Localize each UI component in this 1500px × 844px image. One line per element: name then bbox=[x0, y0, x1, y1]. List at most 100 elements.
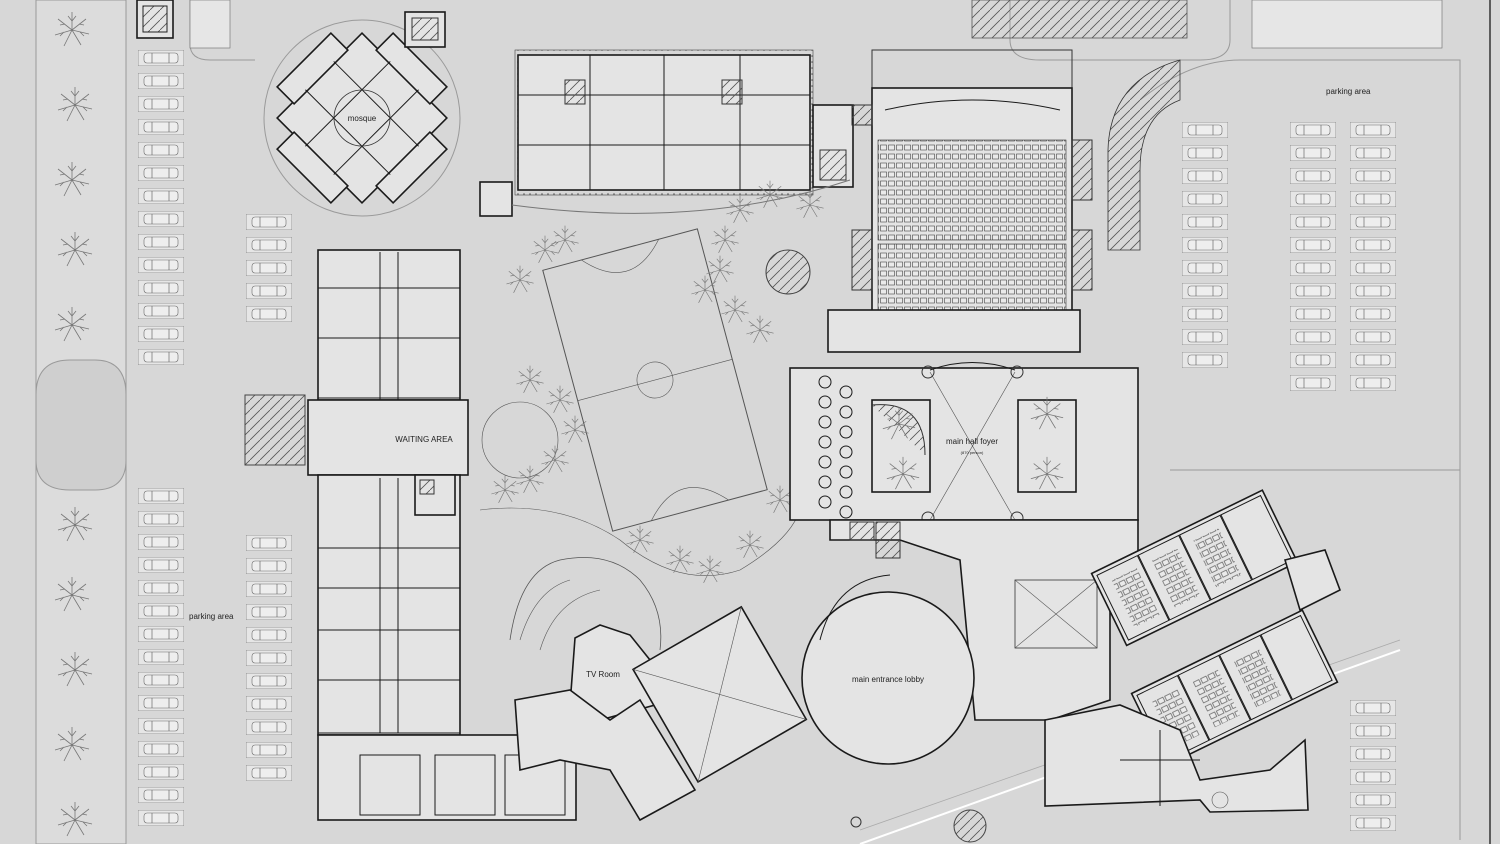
parking-stall bbox=[1290, 283, 1336, 299]
parking-stall bbox=[1290, 191, 1336, 207]
parking-stall bbox=[1350, 746, 1396, 762]
parking-stall bbox=[1182, 145, 1228, 161]
palm-tree bbox=[561, 415, 589, 444]
parking-stall bbox=[1350, 352, 1396, 368]
parking-stall bbox=[1350, 375, 1396, 391]
parking-stall bbox=[1290, 329, 1336, 345]
palm-tree bbox=[691, 275, 719, 304]
parking-stall bbox=[138, 257, 184, 273]
classroom-wings bbox=[1044, 489, 1342, 813]
parking-stall bbox=[246, 260, 292, 276]
parking-stall bbox=[1350, 283, 1396, 299]
parking-stall bbox=[1182, 329, 1228, 345]
parking-stall bbox=[1350, 306, 1396, 322]
parking-stall bbox=[246, 558, 292, 574]
parking-stall bbox=[138, 73, 184, 89]
parking-stall bbox=[1182, 260, 1228, 276]
foyer-table bbox=[818, 435, 832, 449]
palm-tree bbox=[721, 295, 749, 324]
parking-stall bbox=[246, 719, 292, 735]
parking-stall bbox=[246, 283, 292, 299]
parking-stall bbox=[138, 557, 184, 573]
parking-stall bbox=[1290, 352, 1336, 368]
parking-stall bbox=[1350, 329, 1396, 345]
palm-tree bbox=[541, 445, 569, 474]
parking-stall bbox=[1350, 815, 1396, 831]
auditorium bbox=[851, 49, 1093, 329]
parking-stall bbox=[138, 649, 184, 665]
parking-stall bbox=[138, 580, 184, 596]
foyer-table bbox=[839, 465, 853, 479]
parking-stall bbox=[246, 696, 292, 712]
parking-stall bbox=[1290, 260, 1336, 276]
palm-tree bbox=[626, 525, 654, 554]
parking-stall bbox=[138, 234, 184, 250]
waiting-area-label: WAITING AREA bbox=[395, 435, 453, 444]
parking-stall bbox=[138, 142, 184, 158]
parking-stall bbox=[138, 626, 184, 642]
foyer-table bbox=[818, 455, 832, 469]
parking-stall bbox=[246, 673, 292, 689]
palm-tree bbox=[551, 225, 579, 254]
parking-stall bbox=[1350, 191, 1396, 207]
main-entrance-lobby: main entrance lobby bbox=[801, 519, 1139, 765]
parking-stall bbox=[138, 96, 184, 112]
parking-area-left-label: parking area bbox=[189, 612, 234, 621]
parking-stall bbox=[138, 603, 184, 619]
parking-stall bbox=[1182, 237, 1228, 253]
parking-stall bbox=[138, 211, 184, 227]
parking-stall bbox=[246, 581, 292, 597]
parking-stall bbox=[138, 280, 184, 296]
parking-stall bbox=[138, 695, 184, 711]
parking-stall bbox=[1350, 145, 1396, 161]
palm-tree bbox=[491, 475, 519, 504]
parking-stall bbox=[246, 650, 292, 666]
parking-stall bbox=[246, 306, 292, 322]
foyer-table bbox=[839, 385, 853, 399]
parking-stall bbox=[1290, 237, 1336, 253]
parking-stall bbox=[1350, 214, 1396, 230]
palm-tree bbox=[726, 195, 754, 224]
tv-room-label: TV Room bbox=[586, 670, 620, 679]
parking-stall bbox=[1350, 122, 1396, 138]
foyer-table bbox=[818, 415, 832, 429]
parking-stall bbox=[138, 718, 184, 734]
parking-stall bbox=[1350, 237, 1396, 253]
palm-tree bbox=[666, 545, 694, 574]
parking-stall bbox=[1290, 122, 1336, 138]
parking-stall bbox=[1182, 352, 1228, 368]
foyer-table bbox=[839, 485, 853, 499]
palm-tree bbox=[696, 555, 724, 584]
parking-stall bbox=[138, 764, 184, 780]
parking-stall bbox=[246, 742, 292, 758]
parking-stall bbox=[138, 50, 184, 66]
parking-area-right-label: parking area bbox=[1326, 87, 1371, 96]
parking-stall bbox=[1290, 306, 1336, 322]
foyer-table bbox=[839, 445, 853, 459]
main-entrance-lobby-label: main entrance lobby bbox=[852, 675, 924, 684]
parking-stall bbox=[138, 488, 184, 504]
foyer-table bbox=[818, 495, 832, 509]
palm-tree bbox=[506, 265, 534, 294]
palm-tree bbox=[516, 365, 544, 394]
main-hall-foyer-capacity: (870 person) bbox=[961, 450, 984, 455]
parking-stall bbox=[246, 604, 292, 620]
parking-stall bbox=[138, 165, 184, 181]
parking-stall bbox=[138, 119, 184, 135]
parking-stall bbox=[1350, 700, 1396, 716]
parking-stall bbox=[1182, 168, 1228, 184]
parking-stall bbox=[246, 627, 292, 643]
parking-stall bbox=[138, 349, 184, 365]
bedroom bbox=[359, 754, 421, 816]
parking-stall bbox=[246, 237, 292, 253]
palm-tree bbox=[736, 530, 764, 559]
foyer-table bbox=[839, 425, 853, 439]
palm-tree bbox=[746, 315, 774, 344]
parking-stall bbox=[1182, 214, 1228, 230]
top-dormitory-block bbox=[479, 49, 854, 217]
foyer-table bbox=[839, 505, 853, 519]
main-hall-foyer-label: main hall foyer bbox=[946, 437, 998, 446]
parking-stall bbox=[1350, 260, 1396, 276]
parking-stall bbox=[1290, 214, 1336, 230]
parking-stall bbox=[1290, 168, 1336, 184]
